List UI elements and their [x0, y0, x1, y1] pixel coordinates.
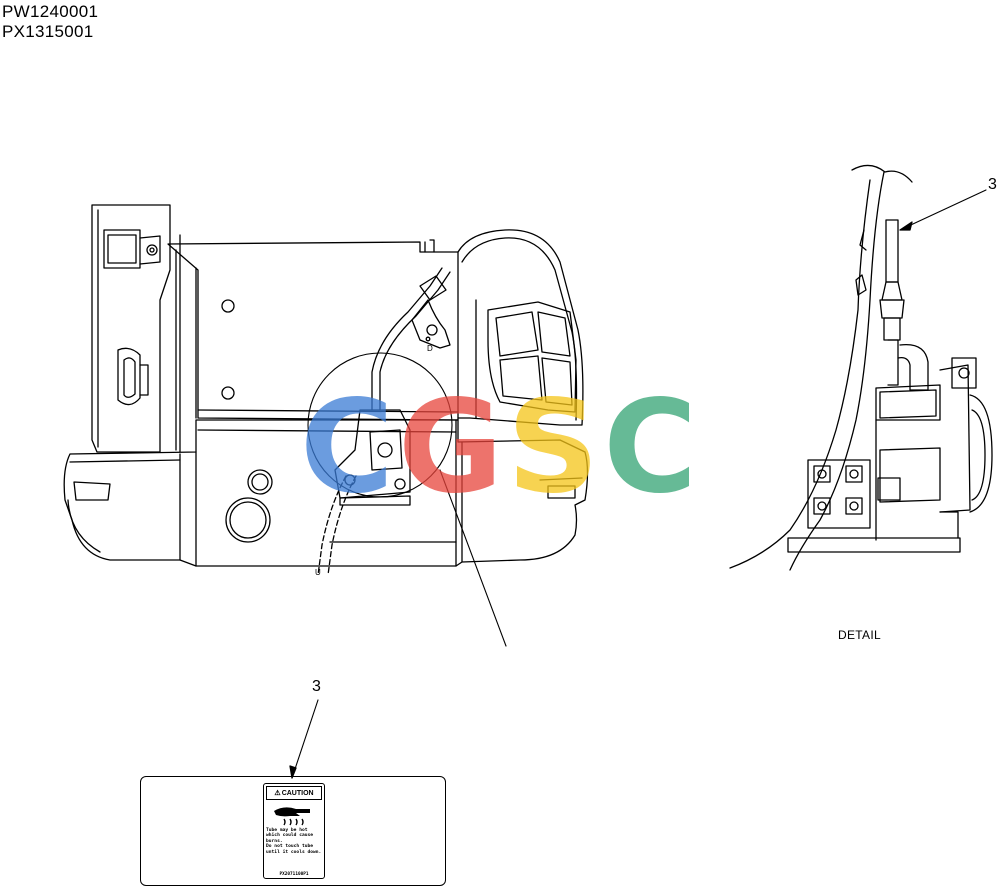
caution-part-code: PX2071100P1 — [279, 872, 309, 877]
detail-view — [729, 164, 993, 571]
caution-label-panel: ⚠ CAUTION Tube may be hot which could ca… — [140, 776, 446, 886]
caution-heading: ⚠ CAUTION — [266, 786, 322, 800]
cab-housing — [457, 229, 584, 426]
caution-heading-text: CAUTION — [281, 789, 314, 797]
detail-label: DETAIL — [838, 628, 881, 642]
label-callout-number: 3 — [312, 678, 321, 695]
label-leader-arrow — [289, 765, 297, 779]
part-code-1: PW1240001 — [2, 2, 99, 21]
label-leader-line — [291, 699, 319, 779]
small-letter-top: D — [427, 344, 433, 353]
warning-triangle-icon: ⚠ — [274, 790, 281, 797]
caution-message: Tube may be hot which could cause burns.… — [266, 828, 322, 855]
hose-assembly — [317, 267, 451, 576]
detail-callout-number: 3 — [988, 176, 997, 193]
part-code-2: PX1315001 — [2, 22, 94, 41]
hot-surface-hand-icon — [266, 801, 322, 827]
detail-leader-line — [439, 469, 507, 647]
caution-sticker: ⚠ CAUTION Tube may be hot which could ca… — [263, 783, 325, 879]
upper-housing — [167, 239, 459, 451]
rear-panel — [91, 204, 181, 453]
base-counterweight — [63, 419, 589, 567]
detail-circle — [307, 352, 453, 498]
small-letter-bottom: U — [315, 568, 321, 577]
part-codes: PW1240001 PX1315001 — [2, 2, 98, 42]
